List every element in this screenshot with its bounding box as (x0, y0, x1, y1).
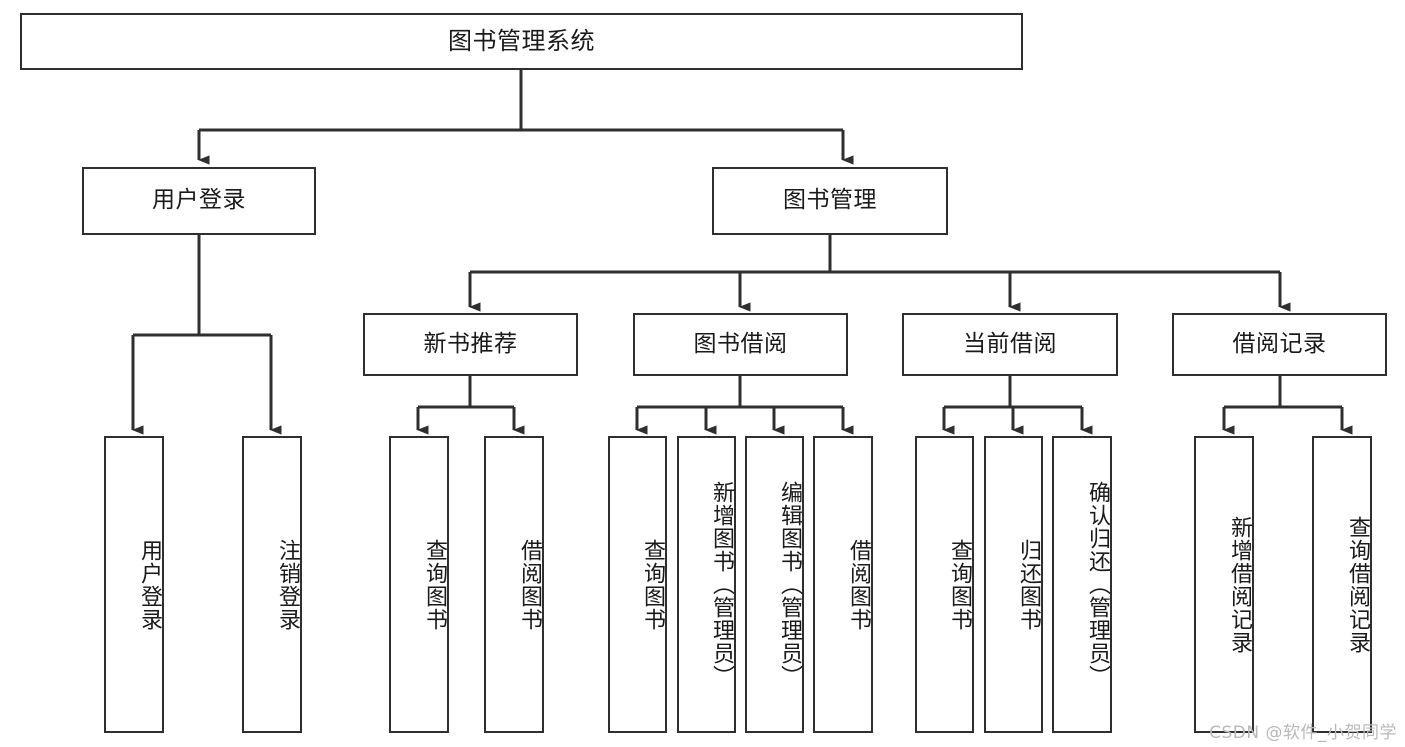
leaf-borrow-add-book-admin[interactable]: 新增图书（管理员） (677, 436, 736, 733)
node-label: 查询图书 (947, 538, 972, 631)
node-label: 查询图书 (640, 538, 665, 631)
leaf-recommend-borrow-book[interactable]: 借阅图书 (484, 436, 544, 733)
leaf-user-login-signout[interactable]: 注销登录 (242, 436, 302, 733)
node-user-login[interactable]: 用户登录 (82, 167, 316, 235)
node-label: 确认归还（管理员） (1085, 481, 1110, 688)
leaf-current-confirm-return-admin[interactable]: 确认归还（管理员） (1052, 436, 1112, 733)
node-label: 图书借阅 (693, 330, 788, 357)
node-new-book-recommend[interactable]: 新书推荐 (363, 313, 578, 376)
node-label: 图书管理 (783, 187, 877, 214)
node-label: 借阅图书 (517, 538, 542, 631)
leaf-borrow-borrow-book[interactable]: 借阅图书 (813, 436, 873, 733)
node-label: 借阅图书 (846, 538, 871, 631)
node-label: 新增图书（管理员） (709, 481, 734, 688)
leaf-recommend-query-book[interactable]: 查询图书 (389, 436, 449, 733)
leaf-borrow-query-book[interactable]: 查询图书 (608, 436, 667, 733)
node-book-borrow[interactable]: 图书借阅 (633, 313, 848, 376)
leaf-current-query-book[interactable]: 查询图书 (915, 436, 974, 733)
node-label: 当前借阅 (963, 330, 1057, 357)
leaf-user-login-signin[interactable]: 用户登录 (104, 436, 164, 733)
node-book-management[interactable]: 图书管理 (712, 167, 948, 235)
node-label: 新增借阅记录 (1227, 515, 1252, 654)
node-current-borrow[interactable]: 当前借阅 (902, 313, 1118, 376)
leaf-record-query-record[interactable]: 查询借阅记录 (1312, 436, 1372, 733)
node-label: 用户登录 (152, 187, 246, 214)
node-label: 归还图书 (1016, 538, 1041, 631)
node-root-system[interactable]: 图书管理系统 (20, 13, 1023, 70)
node-label: 查询图书 (422, 538, 447, 631)
node-label: 图书管理系统 (448, 27, 595, 56)
node-label: 编辑图书（管理员） (777, 481, 802, 688)
node-label: 新书推荐 (423, 330, 518, 357)
node-label: 注销登录 (275, 538, 300, 631)
node-label: 借阅记录 (1232, 330, 1327, 357)
watermark-text: CSDN @软件_小贺同学 (1209, 723, 1397, 743)
leaf-current-return-book[interactable]: 归还图书 (984, 436, 1043, 733)
node-borrow-record[interactable]: 借阅记录 (1172, 313, 1387, 376)
leaf-record-add-record[interactable]: 新增借阅记录 (1194, 436, 1254, 733)
node-label: 用户登录 (137, 538, 162, 631)
node-label: 查询借阅记录 (1345, 515, 1370, 654)
leaf-borrow-edit-book-admin[interactable]: 编辑图书（管理员） (745, 436, 804, 733)
